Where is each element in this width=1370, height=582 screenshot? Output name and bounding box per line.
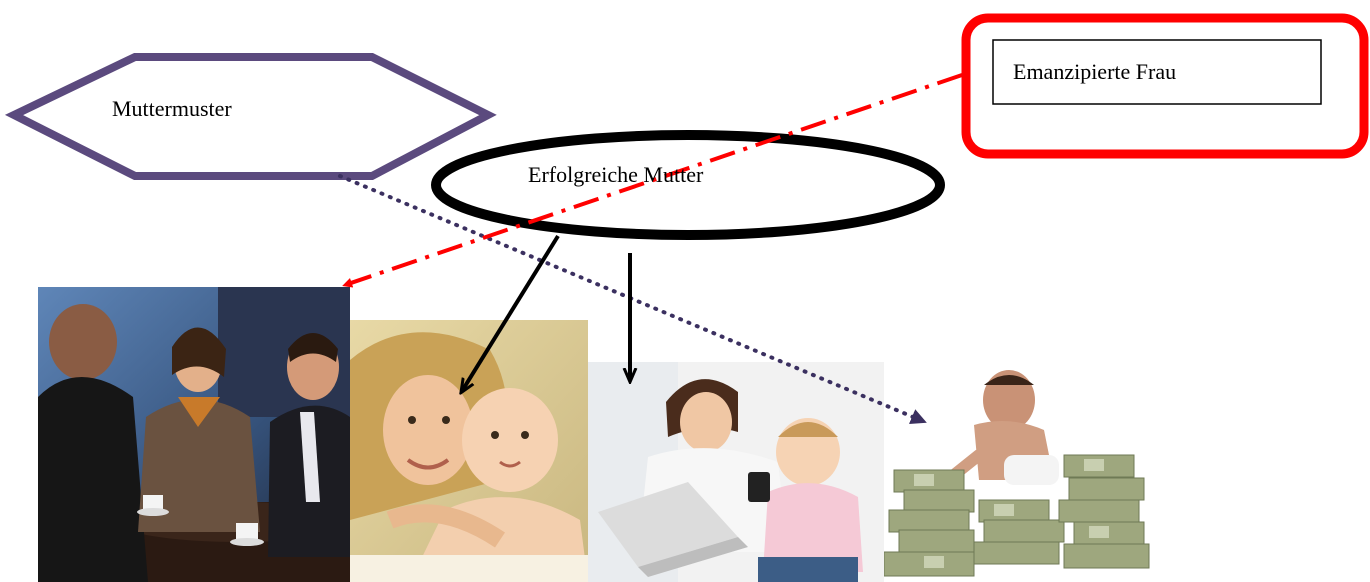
dash-dot-arrow-to-business	[342, 73, 963, 288]
baby-with-money-photo	[884, 360, 1152, 582]
mother-with-laptop-and-child-photo	[588, 362, 884, 582]
muttermuster-hexagon	[4, 53, 497, 180]
business-meeting-photo	[38, 287, 350, 582]
dotted-arrow-to-money	[338, 174, 927, 424]
arrow-to-mother-baby	[462, 234, 560, 391]
muttermuster-label: Muttermuster	[112, 96, 232, 121]
emanzipierte-frau-inner-box	[992, 39, 1322, 105]
erfolgreiche-mutter-label: Erfolgreiche Mutter	[528, 162, 704, 187]
emanzipierte-frau-label: Emanzipierte Frau	[1013, 59, 1177, 84]
